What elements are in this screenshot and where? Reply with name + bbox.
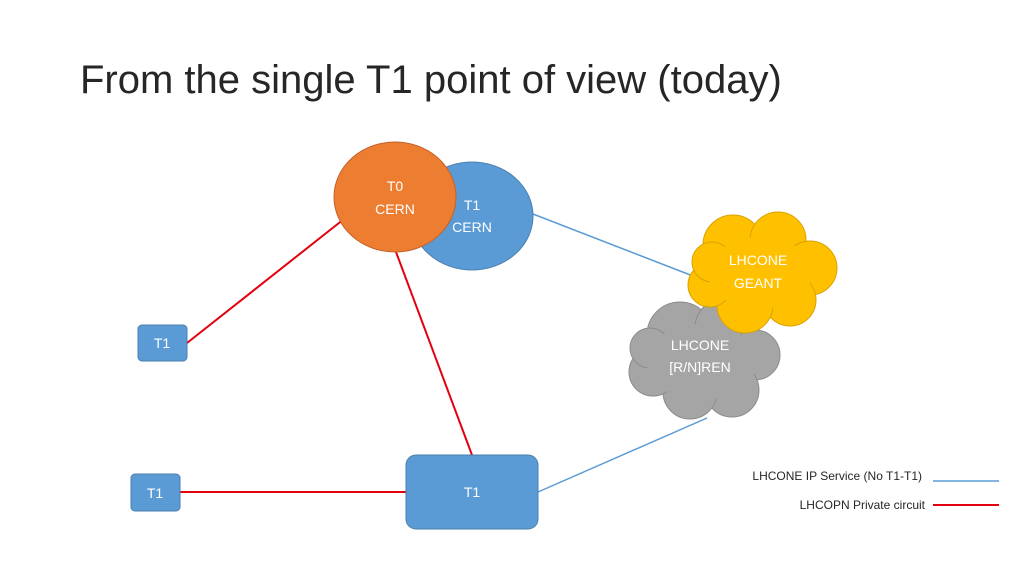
link-t1-main-to-rnren [537, 417, 708, 493]
t1-left-upper-label: T1 [154, 335, 171, 351]
legend: LHCONE IP Service (No T1-T1) LHCOPN Priv… [752, 469, 999, 512]
t1-left-lower-label: T1 [147, 485, 164, 501]
lhcone-geant-label-line2: GEANT [734, 275, 783, 291]
link-t0-to-t1-left-upper [186, 218, 345, 344]
t0-cern-label-line2: CERN [375, 201, 415, 217]
lhcone-geant-label-line1: LHCONE [729, 252, 787, 268]
lhcone-rnren-label-line2: [R/N]REN [669, 359, 730, 375]
t1-cern-label-line2: CERN [452, 219, 492, 235]
t1-main-label: T1 [464, 484, 481, 500]
slide-title: From the single T1 point of view (today) [80, 58, 782, 102]
link-t1-cern-to-geant [532, 213, 694, 277]
t1-left-upper-node [137, 324, 188, 362]
t0-cern-label-line1: T0 [387, 178, 404, 194]
t1-cern-label-line1: T1 [464, 197, 481, 213]
lhcone-geant-cloud [687, 211, 838, 334]
legend-lhcone-label: LHCONE IP Service (No T1-T1) [752, 469, 922, 483]
legend-lhcopn-label: LHCOPN Private circuit [800, 498, 926, 512]
link-t0-to-t1-main [395, 251, 473, 456]
lhcone-rnren-label-line1: LHCONE [671, 337, 729, 353]
t0-cern-node [333, 141, 457, 253]
t1-main-node [405, 454, 539, 530]
t1-left-lower-node [130, 473, 181, 512]
